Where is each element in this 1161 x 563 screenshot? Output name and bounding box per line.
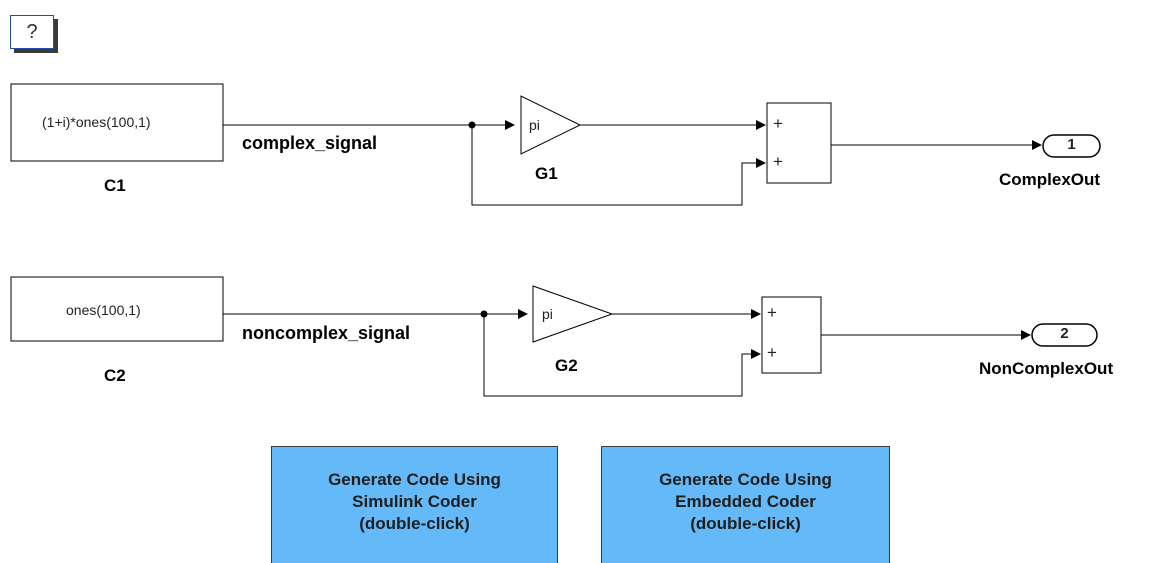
sum-block-bottom[interactable] <box>761 296 822 374</box>
sum-top-sign-2: + <box>773 152 783 171</box>
gain-block-g2[interactable] <box>532 285 614 343</box>
constant-c2-expression: ones(100,1) <box>66 302 141 318</box>
branch-point-c2 <box>480 310 488 318</box>
sum-top-sign-1: + <box>773 114 783 133</box>
signal-line-noncomplex[interactable] <box>223 309 761 397</box>
constant-block-c1[interactable] <box>10 83 224 162</box>
constant-c1-expression: (1+i)*ones(100,1) <box>42 114 151 130</box>
help-button[interactable]: ? <box>10 15 54 49</box>
sum-block-top[interactable] <box>766 102 832 184</box>
generate-code-simulink-coder-button[interactable]: Generate Code Using Simulink Coder (doub… <box>271 446 558 563</box>
sum-bottom-sign-2: + <box>767 343 777 362</box>
outport-2-number: 2 <box>1060 325 1069 342</box>
sum-bottom-sign-1: + <box>767 303 777 322</box>
outport-1-number: 1 <box>1067 136 1076 153</box>
generate-code-embedded-coder-button[interactable]: Generate Code Using Embedded Coder (doub… <box>601 446 890 563</box>
constant-c1-label: C1 <box>104 176 126 195</box>
outport-2-label: NonComplexOut <box>979 359 1114 378</box>
gain-g2-label: G2 <box>555 356 578 375</box>
outport-1-label: ComplexOut <box>999 170 1101 189</box>
gain-block-g1[interactable] <box>520 95 582 155</box>
outport-block-1[interactable] <box>1042 134 1101 158</box>
constant-block-c2[interactable] <box>10 276 224 342</box>
gain-g2-value: pi <box>542 306 553 322</box>
branch-point-c1 <box>468 121 476 129</box>
gain-g1-label: G1 <box>535 164 558 183</box>
constant-c2-label: C2 <box>104 366 126 385</box>
signal-label-noncomplex[interactable]: noncomplex_signal <box>242 323 411 343</box>
signal-line-complex[interactable] <box>223 120 766 206</box>
gain-g1-value: pi <box>529 117 540 133</box>
signal-label-complex[interactable]: complex_signal <box>242 133 378 153</box>
outport-block-2[interactable] <box>1031 323 1098 347</box>
